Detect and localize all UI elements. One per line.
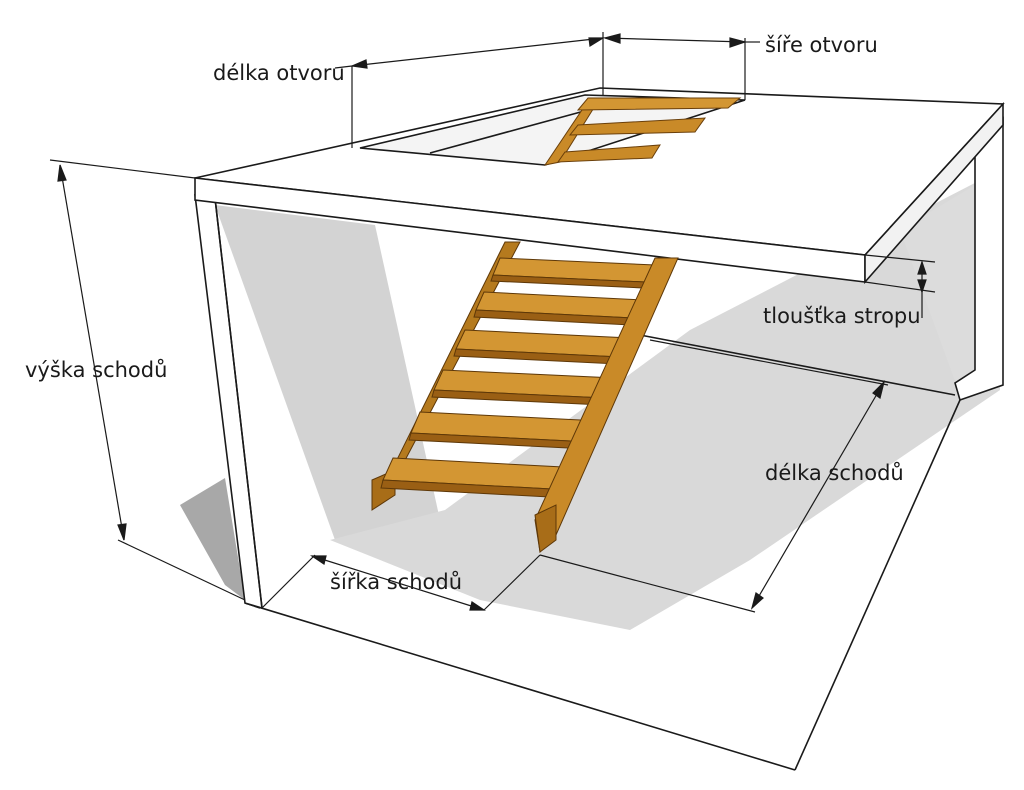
label-stair-length: délka schodů xyxy=(765,461,904,485)
label-stair-width: šířka schodů xyxy=(330,570,462,594)
upper-tread-3 xyxy=(557,144,661,163)
room-structure xyxy=(194,87,1005,771)
stair-width-dim xyxy=(311,555,485,611)
label-stair-height: výška schodů xyxy=(25,358,167,382)
ceiling-right-face xyxy=(864,101,1004,285)
right-stringer-face xyxy=(534,504,557,553)
labels: délka otvoru šíře otvoru výška schodů tl… xyxy=(25,33,921,594)
label-opening-length: délka otvoru xyxy=(213,61,345,85)
floor-shadow xyxy=(330,170,1000,630)
left-wall-shadow xyxy=(215,205,440,540)
upper-tread-1 xyxy=(576,97,742,111)
left-wall-inner xyxy=(214,197,263,609)
opening-inner-edge xyxy=(429,109,589,154)
opening-length-dim xyxy=(351,37,604,67)
staircase xyxy=(371,241,679,554)
opening-width-dim xyxy=(604,37,746,43)
floor-front-edge xyxy=(244,602,796,771)
floor-right-edge xyxy=(794,399,961,771)
upper-tread-2 xyxy=(568,117,707,136)
stair-length-dim xyxy=(751,381,885,609)
dimension-lines xyxy=(49,32,936,613)
back-floor-line xyxy=(639,334,956,396)
label-opening-width: šíře otvoru xyxy=(765,33,878,57)
stair-height-dim xyxy=(59,164,125,541)
label-ceiling-thickness: tloušťka stropu xyxy=(763,304,921,328)
upper-stair xyxy=(543,97,742,166)
outside-shadow xyxy=(180,478,245,600)
